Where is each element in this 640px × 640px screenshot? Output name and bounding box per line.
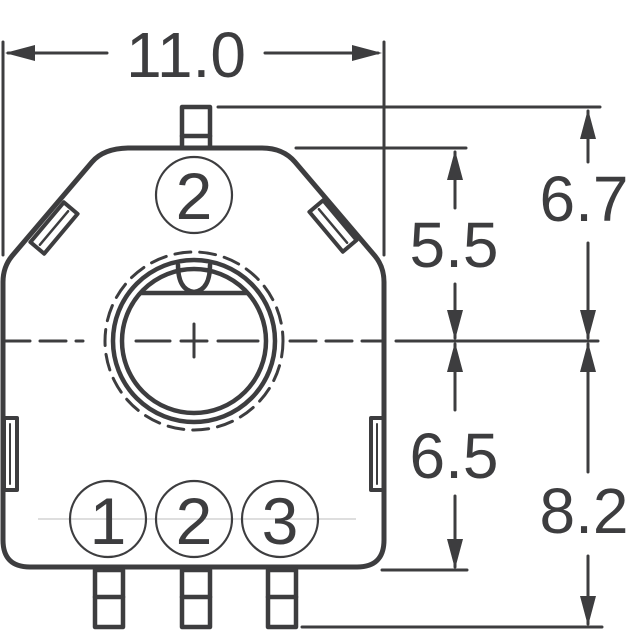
dim-5-5: 5.5 [410,150,499,340]
bottom-pin-3 [265,567,299,630]
dim-8-2: 8.2 [540,342,629,626]
pin-label-2: 2 [154,479,234,559]
vertical-dimensions: 5.5 6.7 6.5 8.2 [216,105,629,629]
component-body [0,104,387,630]
pin-label-1: 1 [68,479,148,559]
top-pin-number: 2 [176,159,213,233]
bottom-pin-1 [92,567,126,630]
dim-6-7: 6.7 [540,109,629,340]
left-side-clip [2,416,19,492]
dim-6-5: 6.5 [410,342,499,569]
right-side-clip [369,416,386,492]
width-dimension-label: 11.0 [126,19,246,91]
dim-6-7-label: 6.7 [540,163,629,235]
dim-8-2-label: 8.2 [540,475,629,547]
left-clip [28,200,80,256]
pin-number-2: 2 [176,484,213,558]
pin-label-3: 3 [240,479,320,559]
dim-5-5-label: 5.5 [410,209,499,281]
pin-number-3: 3 [262,484,299,558]
shaft [103,250,285,432]
width-dimension: 11.0 [1,19,386,257]
top-pin-label: 2 [154,155,234,235]
dim-6-5-label: 6.5 [410,420,499,492]
pin-number-1: 1 [90,484,127,558]
top-pin [179,104,213,151]
bottom-pin-2 [179,567,213,630]
bottom-pin-labels: 1 2 3 [38,479,356,559]
right-clip [307,198,359,254]
